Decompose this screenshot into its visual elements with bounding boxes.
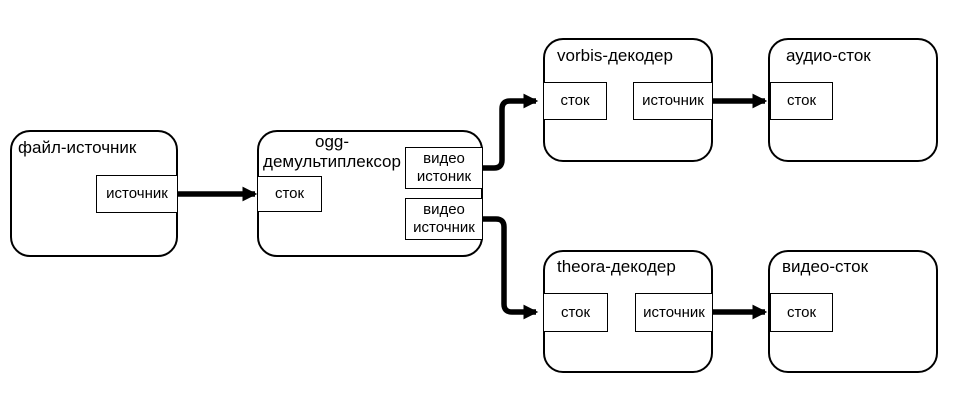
node-title-ogg-demuxer: ogg-демультиплексор xyxy=(262,132,402,172)
pad-label: сток xyxy=(786,92,817,109)
pad-label: видео xyxy=(423,201,465,218)
pad-label: сток xyxy=(560,303,591,321)
node-title-line: vorbis-декодер xyxy=(557,46,673,65)
pad-video-sink-sink: сток xyxy=(770,293,833,332)
node-title-vorbis-decoder: vorbis-декодер xyxy=(557,46,673,66)
pad-label: источник xyxy=(413,219,475,236)
pad-label: источник xyxy=(642,92,704,109)
node-audio-sink xyxy=(768,38,938,162)
node-title-line: видео-сток xyxy=(782,257,869,276)
node-title-line: файл-источник xyxy=(18,138,137,157)
node-title-theora-decoder: theora-декодер xyxy=(557,257,676,277)
pad-label: сток xyxy=(560,92,590,109)
pad-label: источник xyxy=(643,303,705,321)
pad-file-source-src: источник xyxy=(96,175,178,213)
pad-theora-sink: сток xyxy=(543,293,608,332)
arrow-ogg-demuxer-to-theora-decoder xyxy=(483,216,539,320)
node-title-line: аудио-сток xyxy=(786,46,871,65)
pad-label: истоник xyxy=(416,168,472,185)
pad-label: источник xyxy=(106,185,168,202)
pad-label: сток xyxy=(786,303,817,321)
arrow-ogg-demuxer-to-vorbis-decoder xyxy=(483,93,539,171)
node-title-line: ogg- xyxy=(314,132,350,151)
node-title-line: theora-декодер xyxy=(557,257,676,276)
pad-audio-sink-sink: сток xyxy=(770,82,833,120)
node-title-file-source: файл-источник xyxy=(18,138,136,158)
pad-label: сток xyxy=(274,185,305,202)
pad-vorbis-sink: сток xyxy=(543,82,607,120)
node-title-audio-sink: аудио-сток xyxy=(786,46,871,66)
pad-ogg-sink: сток xyxy=(257,176,322,212)
node-title-video-sink: видео-сток xyxy=(782,257,868,277)
node-title-line: демультиплексор xyxy=(263,152,401,171)
pad-vorbis-src: источник xyxy=(633,82,713,120)
pad-label: видео xyxy=(423,150,465,167)
pad-theora-src: источник xyxy=(635,293,713,332)
